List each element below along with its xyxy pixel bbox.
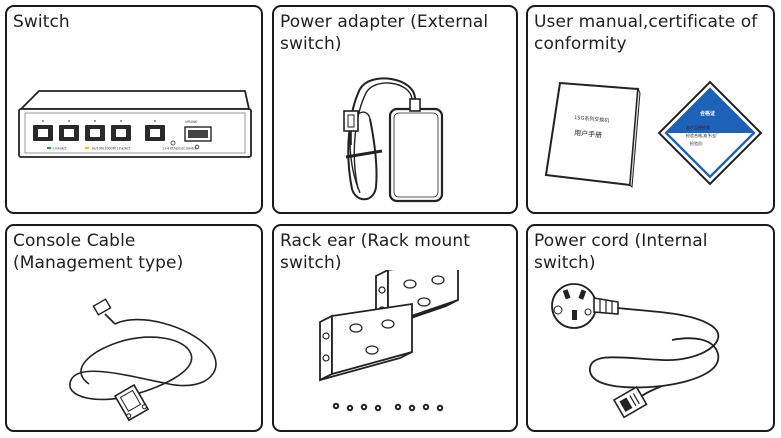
card-switch: Switch — [5, 5, 263, 214]
console-cable-illustration-icon — [59, 292, 229, 427]
card-user-manual: User manual,certificate of conformity 1S… — [526, 5, 775, 214]
power-cord-illustration-icon — [542, 282, 766, 430]
switch-uplink-label: UPLINK — [185, 120, 198, 124]
power-adapter-illustration-icon — [330, 69, 460, 209]
card-title-switch: Switch — [13, 12, 70, 32]
switch-model-label: 1+4 Ethernet Switch — [162, 147, 197, 151]
switch-speed-label: 10/100/1000M Link/Act — [91, 147, 131, 151]
card-title-user-manual: User manual,certificate of conformity — [534, 12, 758, 54]
switch-led-label: Link/Act — [53, 147, 67, 151]
card-title-console-cable: Console Cable (Management type) — [13, 231, 184, 273]
card-power-cord: Power cord (Internal switch) — [526, 224, 775, 432]
card-console-cable: Console Cable (Management type) — [5, 224, 263, 432]
card-title-power-cord: Power cord (Internal switch) — [534, 231, 708, 273]
manual-and-certificate-illustration-icon: 1SG系列交换机 用户手册 合格证 本产品经检查 检验合格,准予出厂 检验员: — [540, 71, 770, 191]
card-rack-ear: Rack ear (Rack mount switch) — [272, 224, 518, 432]
cert-title-text: 合格证 — [699, 110, 715, 117]
manual-name-text: 用户手册 — [574, 128, 603, 139]
cert-line3-text: 检验员: — [690, 140, 703, 146]
manual-series-text: 1SG系列交换机 — [574, 114, 610, 124]
cert-line1-text: 本产品经检查 — [686, 124, 710, 130]
card-title-rack-ear: Rack ear (Rack mount switch) — [280, 231, 470, 273]
card-power-adapter: Power adapter (External switch) — [272, 5, 518, 214]
card-title-power-adapter: Power adapter (External switch) — [280, 12, 489, 54]
cert-line2-text: 检验合格,准予出厂 — [686, 132, 719, 138]
rack-ear-illustration-icon — [314, 270, 484, 420]
network-switch-illustration-icon: Link/Act 10/100/1000M Link/Act 1+4 Ether… — [17, 89, 253, 161]
